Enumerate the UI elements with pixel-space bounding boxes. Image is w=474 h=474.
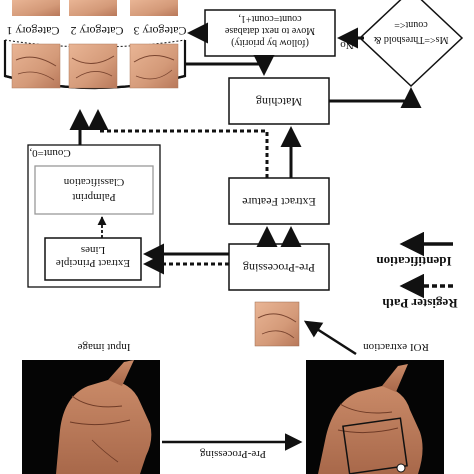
next-db-line-2: Move to next database	[224, 25, 315, 36]
pre-processing-box: Pre-Processing	[228, 243, 330, 291]
classification-panel: Count=0, Palmprint Classification Extrac…	[27, 144, 161, 288]
category-2-label: Category 2	[71, 24, 124, 38]
arrow-feature-up-register	[87, 109, 269, 178]
classification-line-1: Palmprint	[72, 191, 115, 203]
extract-principle-lines-box	[44, 237, 142, 281]
next-db-line-1: count=count+1,	[238, 13, 301, 24]
roi-extraction-label: ROI extraction	[363, 341, 429, 353]
arrow-matching-to-decision	[329, 87, 422, 108]
extract-feature-box: Extract Feature	[228, 177, 330, 225]
legend-identification-label: Identification	[376, 254, 452, 269]
legend-register-label: Register Path	[382, 296, 458, 311]
palmprint-database: Category 1 Category 2 Category 3	[3, 0, 187, 90]
roi-selection-box	[342, 417, 408, 474]
threshold-decision-diamond: count<= Ms<=Threshold &	[358, 0, 464, 88]
no-branch-label: No	[340, 39, 354, 51]
matching-box: Matching	[228, 77, 330, 125]
decision-line-2: Ms<=Threshold &	[373, 34, 448, 45]
principle-line-1: Extract Principle	[56, 257, 130, 269]
principle-line-2: Lines	[81, 244, 105, 256]
category-1-label: Category 1	[7, 24, 60, 38]
next-database-box: count=count+1, Move to next database (fo…	[204, 9, 336, 57]
category-2-sample-top	[69, 0, 117, 16]
classification-box	[34, 165, 154, 215]
count-init-label: Count=0,	[29, 147, 71, 159]
category-3-label: Category 3	[134, 24, 187, 38]
category-1-sample	[11, 43, 61, 89]
register-arrows	[87, 109, 278, 275]
category-3-sample	[129, 43, 179, 89]
pre-processing-label: Pre-Processing	[243, 261, 315, 275]
classification-line-2: Classification	[63, 176, 124, 188]
decision-line-1: count<=	[394, 19, 428, 30]
legend: Identification Register Path	[376, 231, 458, 311]
category-3-sample-top	[130, 0, 178, 16]
category-2-sample	[68, 43, 118, 89]
next-db-line-3: (follow by priority)	[231, 37, 309, 48]
input-hand-image	[22, 360, 160, 474]
input-image-label: Input image	[77, 341, 130, 353]
arrow-roi-to-pre	[303, 320, 357, 356]
arrow-database-to-matching	[185, 55, 275, 76]
roi-hand-image	[306, 360, 444, 474]
roi-keypoint	[396, 463, 406, 473]
extract-feature-label: Extract Feature	[242, 195, 316, 209]
matching-label: Matching	[256, 95, 302, 109]
roi-preview	[254, 301, 300, 347]
bottom-pre-processing-label: Pre-Processing	[200, 448, 266, 460]
category-1-sample-top	[12, 0, 60, 16]
